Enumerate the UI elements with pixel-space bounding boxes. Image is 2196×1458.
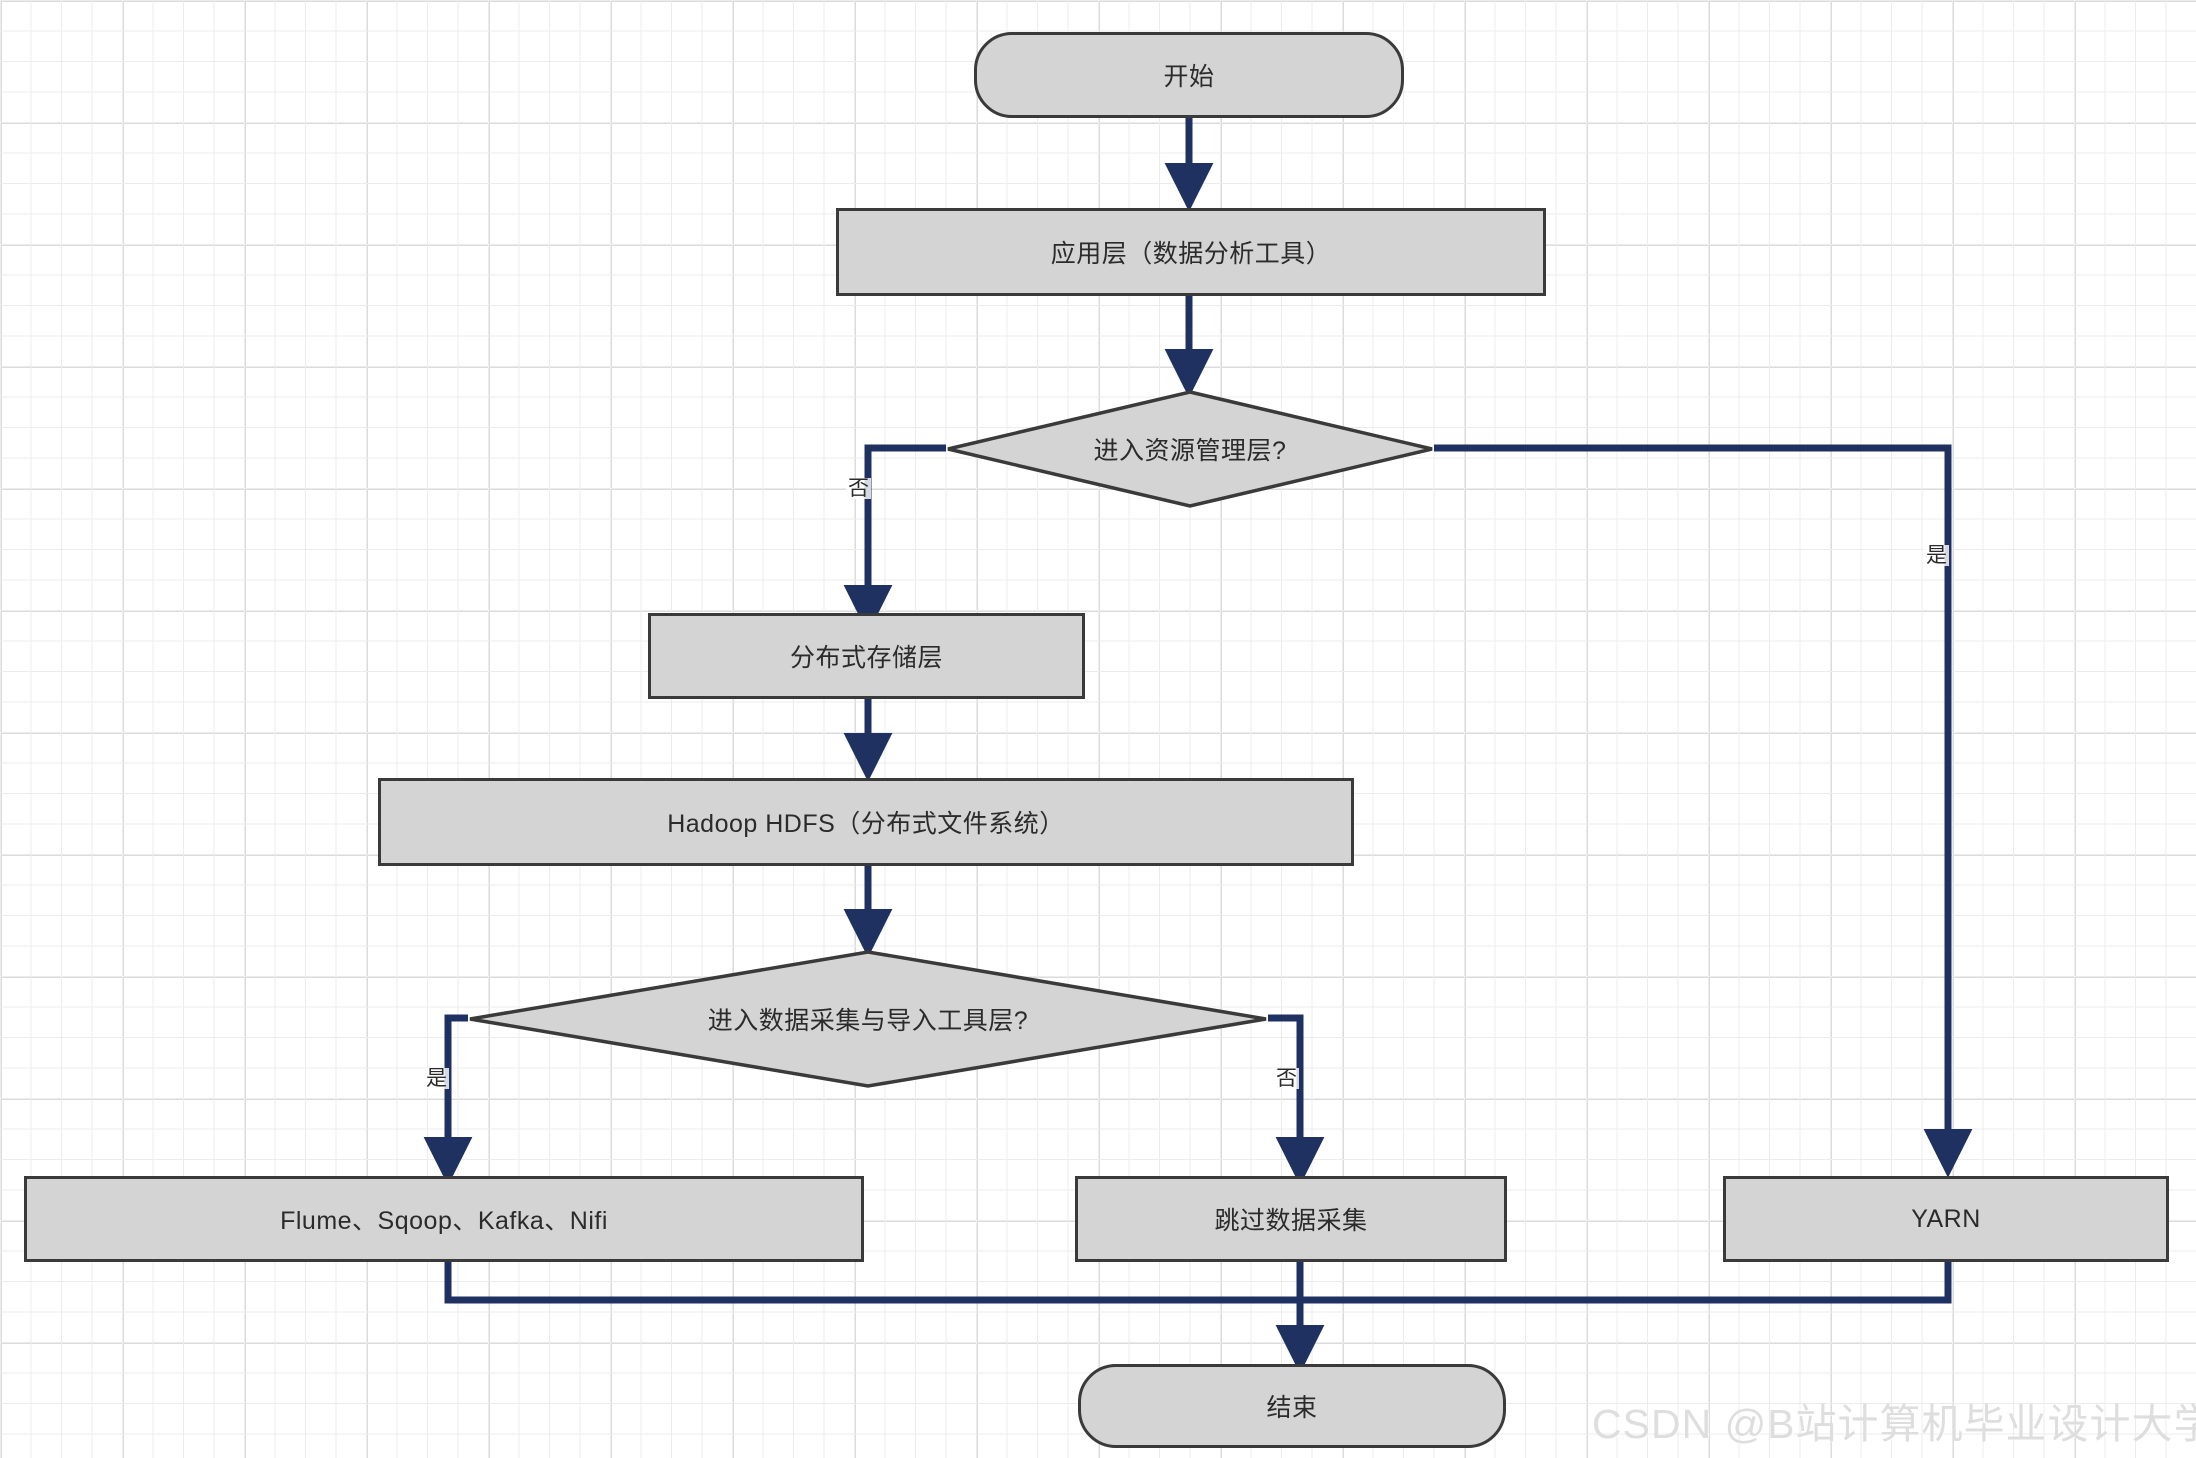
node-hdfs-label: Hadoop HDFS（分布式文件系统） <box>667 810 1065 838</box>
node-decision-ingest[interactable]: 进入数据采集与导入工具层? <box>468 950 1268 1088</box>
node-storage-layer-label: 分布式存储层 <box>789 644 943 672</box>
edge-decision-resource-yes <box>1434 444 1973 1178</box>
edge-decision-ingest-no <box>1268 1014 1325 1186</box>
node-app-layer[interactable]: 应用层（数据分析工具） <box>836 208 1546 296</box>
node-app-layer-label: 应用层（数据分析工具） <box>1050 240 1332 268</box>
edge-label-ingest-no: 否 <box>1274 1067 1299 1090</box>
node-hdfs[interactable]: Hadoop HDFS（分布式文件系统） <box>378 778 1354 866</box>
node-decision-ingest-label: 进入数据采集与导入工具层? <box>707 1007 1029 1035</box>
node-end[interactable]: 结束 <box>1078 1364 1506 1448</box>
node-end-label: 结束 <box>1266 1394 1318 1422</box>
node-skip-ingest-label: 跳过数据采集 <box>1214 1207 1368 1235</box>
node-yarn-label: YARN <box>1911 1204 1981 1233</box>
edge-label-resource-no: 否 <box>846 477 871 500</box>
edge-yarn-to-end <box>1300 1262 1952 1304</box>
node-skip-ingest[interactable]: 跳过数据采集 <box>1075 1176 1507 1262</box>
edge-label-resource-yes: 是 <box>1924 544 1949 567</box>
edge-decision-resource-no <box>843 444 946 634</box>
node-ingest-tools[interactable]: Flume、Sqoop、Kafka、Nifi <box>24 1176 864 1262</box>
edge-label-ingest-yes: 是 <box>424 1067 449 1090</box>
node-storage-layer[interactable]: 分布式存储层 <box>648 613 1085 699</box>
node-start[interactable]: 开始 <box>974 32 1404 118</box>
node-decision-resource[interactable]: 进入资源管理层? <box>946 390 1434 508</box>
watermark-text: CSDN @B站计算机毕业设计大学 <box>1592 1401 2196 1447</box>
node-start-label: 开始 <box>1163 63 1215 91</box>
decision-ingest-shape <box>469 950 1267 1088</box>
decision-resource-shape <box>947 390 1433 508</box>
node-ingest-tools-label: Flume、Sqoop、Kafka、Nifi <box>280 1207 608 1235</box>
node-yarn[interactable]: YARN <box>1723 1176 2169 1262</box>
node-decision-resource-label: 进入资源管理层? <box>1093 437 1287 465</box>
edge-decision-ingest-yes <box>423 1014 473 1186</box>
edge-ingest-tools-to-end <box>444 1262 1300 1304</box>
